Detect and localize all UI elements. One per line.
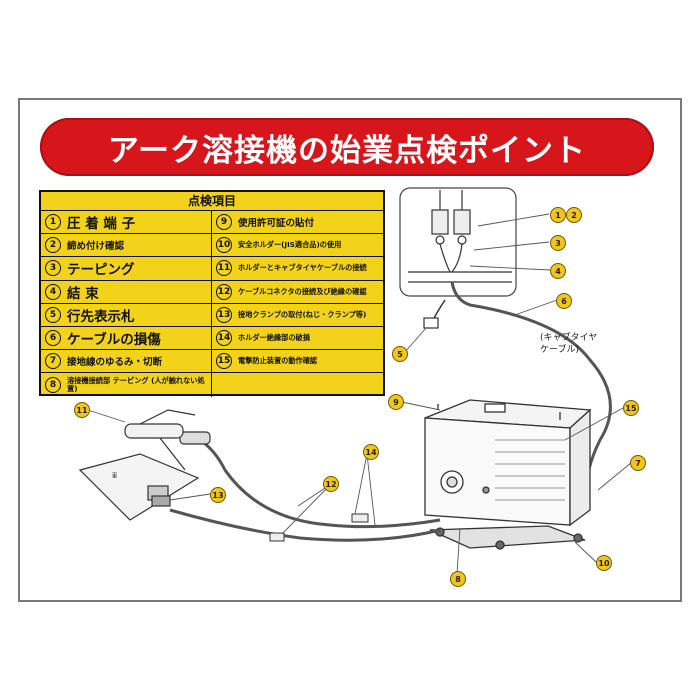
item-label: 締め付け確認 bbox=[67, 241, 125, 253]
callout-10: 10 bbox=[596, 555, 612, 571]
item-number: 10 bbox=[216, 237, 232, 254]
item-8: 8 溶接機接続部 テーピング (人が触れない処置) bbox=[41, 373, 212, 397]
items-grid: 1 圧 着 端 子 9 使用許可証の貼付 2 締め付け確認 10 安全ホルダー(JIS適… bbox=[41, 211, 383, 397]
callout-2: 2 bbox=[566, 207, 582, 223]
svg-text:ⅲ: ⅲ bbox=[112, 471, 117, 480]
item-label: ケーブルコネクタの接続及び絶縁の確認 bbox=[238, 286, 367, 296]
item-label: テーピング bbox=[67, 262, 135, 279]
item-label: ホルダーとキャブタイヤケーブルの接続 bbox=[238, 263, 367, 273]
item-3: 3 テーピング bbox=[41, 257, 212, 281]
item-number: 7 bbox=[45, 353, 61, 370]
item-number: 5 bbox=[45, 306, 61, 323]
cable-connector bbox=[269, 532, 285, 542]
item-15: 15 電撃防止装置の動作確認 bbox=[212, 350, 383, 374]
item-number: 11 bbox=[216, 260, 232, 277]
inspection-items-table: 点検項目 1 圧 着 端 子 9 使用許可証の貼付 2 締め付け確認 10 安全ホルダー… bbox=[39, 190, 385, 397]
item-label: 使用許可証の貼付 bbox=[238, 218, 315, 230]
item-label: 接地クランプの取付(ねじ・クランプ等) bbox=[238, 309, 367, 319]
item-label: 接地線のゆるみ・切断 bbox=[67, 357, 163, 369]
item-9: 9 使用許可証の貼付 bbox=[212, 211, 383, 235]
callout-14: 14 bbox=[363, 444, 379, 460]
item-label: 電撃防止装置の動作確認 bbox=[238, 356, 318, 366]
work-piece: ⅲ bbox=[78, 453, 200, 521]
item-2: 2 締め付け確認 bbox=[41, 234, 212, 258]
item-number: 3 bbox=[45, 260, 61, 277]
item-number: 9 bbox=[216, 214, 232, 231]
item-label: 行先表示札 bbox=[67, 308, 135, 325]
callout-8: 8 bbox=[450, 571, 466, 587]
welding-machine bbox=[424, 399, 592, 550]
holder-cable bbox=[199, 438, 441, 529]
callout-6: 6 bbox=[556, 293, 572, 309]
terminal-clamps bbox=[408, 190, 512, 283]
item-10: 10 安全ホルダー(JIS適合品)の使用 bbox=[212, 234, 383, 258]
callout-5: 5 bbox=[392, 346, 408, 362]
ground-cable bbox=[169, 508, 441, 542]
item-number: 14 bbox=[216, 330, 232, 347]
callout-11: 11 bbox=[74, 402, 90, 418]
items-table-heading: 点検項目 bbox=[41, 192, 383, 211]
cable-connector bbox=[351, 513, 369, 523]
cable-type-note: (キャブタイヤ ケーブル) bbox=[540, 333, 598, 355]
item-label: 結 束 bbox=[67, 285, 99, 302]
item-label: 圧 着 端 子 bbox=[67, 216, 136, 233]
item-4: 4 結 束 bbox=[41, 280, 212, 304]
item-number: 13 bbox=[216, 306, 232, 323]
item-label: 溶接機接続部 テーピング (人が触れない処置) bbox=[67, 375, 205, 393]
destination-tag bbox=[423, 317, 439, 329]
item-number: 8 bbox=[45, 376, 61, 393]
item-number: 1 bbox=[45, 214, 61, 231]
ground-clamp bbox=[147, 485, 171, 507]
electrode-holder bbox=[124, 409, 211, 471]
item-label: ケーブルの損傷 bbox=[67, 332, 161, 349]
item-label: 安全ホルダー(JIS適合品)の使用 bbox=[238, 240, 342, 250]
item-1: 1 圧 着 端 子 bbox=[41, 211, 212, 235]
item-number: 2 bbox=[45, 237, 61, 254]
item-7: 7 接地線のゆるみ・切断 bbox=[41, 350, 212, 374]
callout-3: 3 bbox=[550, 235, 566, 251]
item-12: 12 ケーブルコネクタの接続及び絶縁の確認 bbox=[212, 281, 383, 304]
item-number: 4 bbox=[45, 283, 61, 300]
leader-lines bbox=[87, 213, 633, 575]
item-11: 11 ホルダーとキャブタイヤケーブルの接続 bbox=[212, 257, 383, 281]
item-number: 6 bbox=[45, 330, 61, 347]
callout-7: 7 bbox=[630, 455, 646, 471]
item-13: 13 接地クランプの取付(ねじ・クランプ等) bbox=[212, 304, 383, 327]
callout-12: 12 bbox=[323, 476, 339, 492]
page-title: アーク溶接機の始業点検ポイント bbox=[40, 118, 654, 176]
item-5: 5 行先表示札 bbox=[41, 303, 212, 327]
callout-15: 15 bbox=[623, 400, 639, 416]
callout-9: 9 bbox=[388, 394, 404, 410]
item-6: 6 ケーブルの損傷 bbox=[41, 326, 212, 351]
callout-1: 1 bbox=[550, 207, 566, 223]
item-number: 15 bbox=[216, 353, 232, 370]
cabtire-cable bbox=[450, 281, 612, 501]
callout-13: 13 bbox=[210, 487, 226, 503]
item-number: 12 bbox=[216, 283, 232, 300]
callout-4: 4 bbox=[550, 263, 566, 279]
item-14: 14 ホルダー絶縁部の破損 bbox=[212, 327, 383, 351]
item-label: ホルダー絶縁部の破損 bbox=[238, 333, 310, 343]
